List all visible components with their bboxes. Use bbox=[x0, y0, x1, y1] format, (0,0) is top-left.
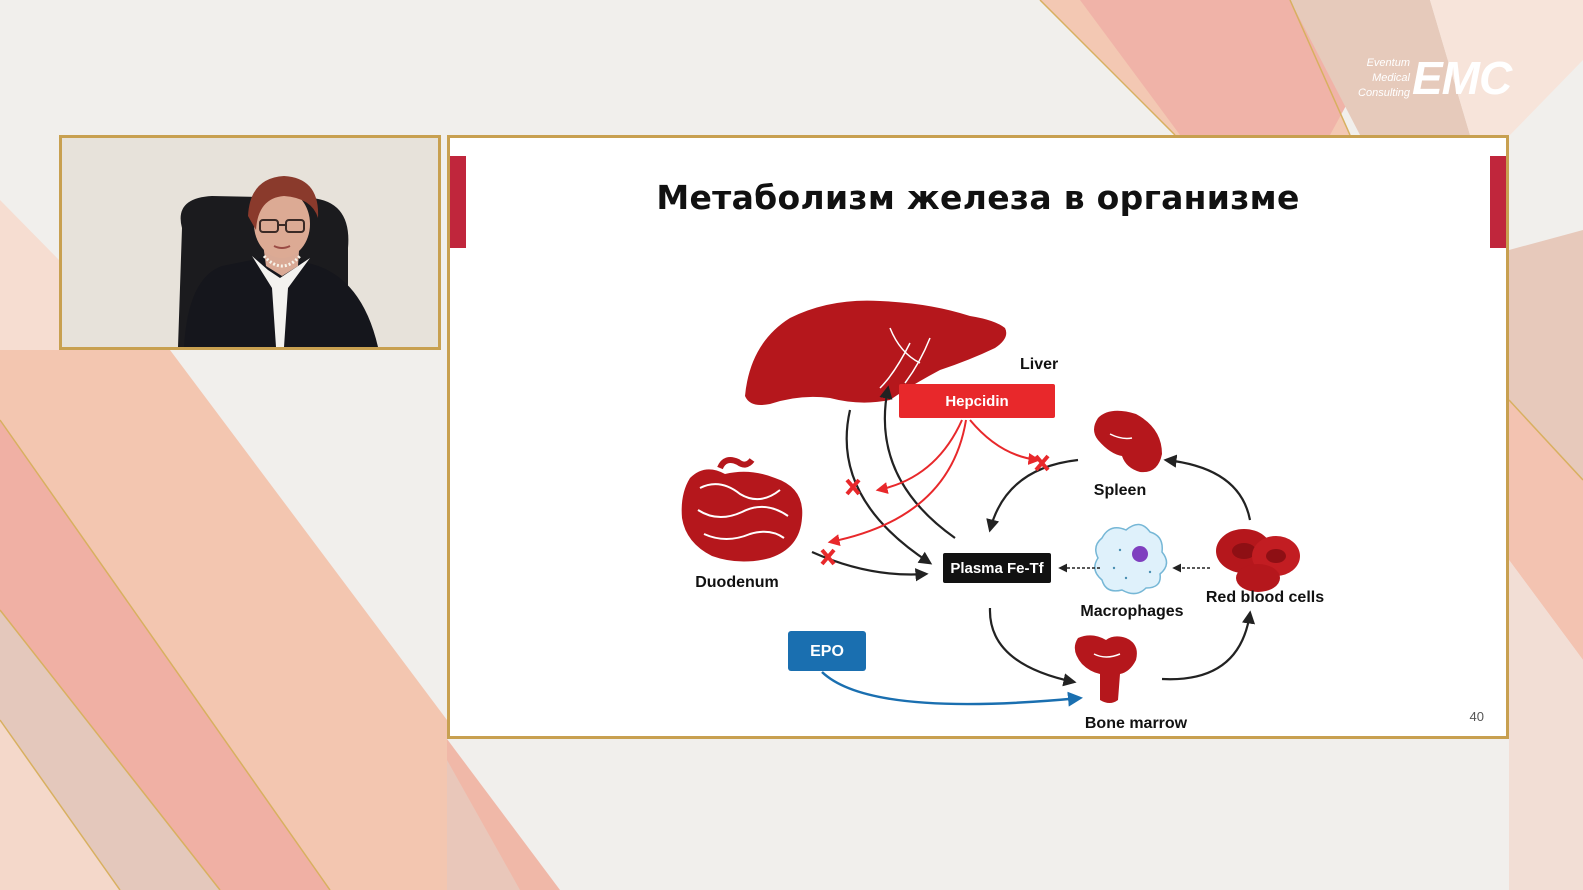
inhibit-x-icon bbox=[820, 454, 1050, 566]
rbc-label: Red blood cells bbox=[1206, 589, 1324, 606]
brand-mark: EMC bbox=[1412, 52, 1512, 104]
bone-marrow-label: Bone marrow bbox=[1085, 715, 1188, 732]
plasma-fe-tf-box: Plasma Fe-Tf bbox=[943, 553, 1051, 583]
slide-title: Метаболизм железа в организме bbox=[656, 178, 1300, 217]
brand-line-3: Consulting bbox=[1358, 87, 1410, 99]
slide-accent-left bbox=[450, 156, 466, 248]
duodenum-label: Duodenum bbox=[695, 574, 779, 591]
brand-line-1: Eventum bbox=[1366, 57, 1410, 69]
presenter-video[interactable] bbox=[59, 135, 441, 350]
presentation-slide: Метаболизм железа в организме Liver Hepc… bbox=[447, 135, 1509, 739]
macrophages-label: Macrophages bbox=[1080, 603, 1183, 620]
presenter-image bbox=[62, 138, 438, 347]
spleen-icon bbox=[1094, 410, 1162, 473]
hepcidin-arrows bbox=[827, 419, 1041, 546]
bone-marrow-icon bbox=[1074, 635, 1137, 703]
brand-logo: Eventum Medical Consulting EMC bbox=[1330, 52, 1530, 108]
hepcidin-label: Hepcidin bbox=[945, 393, 1008, 410]
flow-arrows bbox=[811, 385, 1256, 687]
epo-arrow bbox=[821, 671, 1083, 707]
red-blood-cells-icon bbox=[1216, 529, 1300, 592]
spleen-label: Spleen bbox=[1094, 482, 1146, 499]
slide-accent-right bbox=[1490, 156, 1506, 248]
epo-box: EPO bbox=[788, 631, 866, 671]
epo-label: EPO bbox=[810, 643, 844, 660]
brand-tagline: Eventum Medical Consulting bbox=[1330, 56, 1410, 101]
hepcidin-box: Hepcidin bbox=[899, 384, 1055, 418]
intestine-icon bbox=[681, 457, 803, 562]
liver-label: Liver bbox=[1020, 356, 1058, 373]
iron-metabolism-diagram: Liver Hepcidin Spleen Duodenum Plasma Fe… bbox=[681, 300, 1324, 732]
slide-number: 40 bbox=[1469, 709, 1484, 724]
brand-line-2: Medical bbox=[1372, 72, 1410, 84]
liver-icon bbox=[745, 300, 1007, 405]
plasma-label: Plasma Fe-Tf bbox=[950, 560, 1044, 577]
macrophage-icon bbox=[1094, 523, 1168, 595]
